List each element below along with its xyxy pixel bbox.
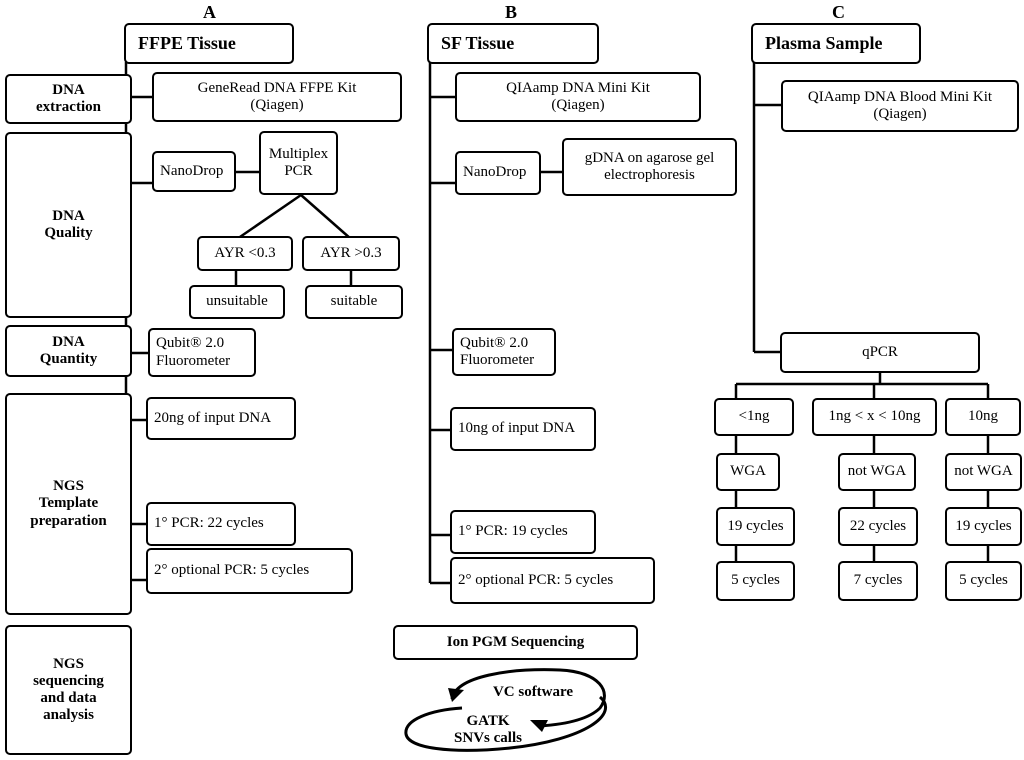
title-ffpe-tissue: FFPE Tissue <box>124 23 294 64</box>
title-sf-tissue: SF Tissue <box>427 23 599 64</box>
branch-3-wga: not WGA <box>945 453 1022 491</box>
title-plasma-sample: Plasma Sample <box>751 23 921 64</box>
branch-1-wga: WGA <box>716 453 780 491</box>
column-letter-b: B <box>505 2 518 22</box>
sf-pcr2: 2° optional PCR: 5 cycles <box>450 557 655 604</box>
ayr-high: AYR >0.3 <box>302 236 400 271</box>
branch-1-cycles-1: 19 cycles <box>716 507 795 546</box>
branch-3-cycles-2: 5 cycles <box>945 561 1022 601</box>
ffpe-pcr1: 1° PCR: 22 cycles <box>146 502 296 546</box>
column-letter-c: C <box>832 2 845 22</box>
stage-ngs-template-preparation: NGS Template preparation <box>5 393 132 615</box>
branch-2-cycles-1: 22 cycles <box>838 507 918 546</box>
ffpe-multiplex-pcr: Multiplex PCR <box>259 131 338 195</box>
result-suitable: suitable <box>305 285 403 319</box>
ffpe-nanodrop: NanoDrop <box>152 151 236 192</box>
sf-qubit: Qubit® 2.0 Fluorometer <box>452 328 556 376</box>
branch-2-wga: not WGA <box>838 453 916 491</box>
branch-2-condition: 1ng < x < 10ng <box>812 398 937 436</box>
stage-dna-extraction: DNA extraction <box>5 74 132 124</box>
ayr-low: AYR <0.3 <box>197 236 293 271</box>
vc-software-label: VC software <box>492 684 574 700</box>
column-letter-a: A <box>203 2 216 22</box>
ion-pgm-sequencing: Ion PGM Sequencing <box>393 625 638 660</box>
branch-2-cycles-2: 7 cycles <box>838 561 918 601</box>
stage-dna-quality: DNA Quality <box>5 132 132 318</box>
analysis-loop-arrows <box>404 668 607 752</box>
result-unsuitable: unsuitable <box>189 285 285 319</box>
stage-dna-quantity: DNA Quantity <box>5 325 132 377</box>
sf-nanodrop: NanoDrop <box>455 151 541 195</box>
branch-3-condition: 10ng <box>945 398 1021 436</box>
ffpe-pcr2: 2° optional PCR: 5 cycles <box>146 548 353 594</box>
sf-pcr1: 1° PCR: 19 cycles <box>450 510 596 554</box>
plasma-qpcr: qPCR <box>780 332 980 373</box>
branch-1-condition: <1ng <box>714 398 794 436</box>
ffpe-input-dna: 20ng of input DNA <box>146 397 296 440</box>
plasma-extraction-kit: QIAamp DNA Blood Mini Kit (Qiagen) <box>781 80 1019 132</box>
branch-1-cycles-2: 5 cycles <box>716 561 795 601</box>
sf-extraction-kit: QIAamp DNA Mini Kit (Qiagen) <box>455 72 701 122</box>
ffpe-qubit: Qubit® 2.0 Fluorometer <box>148 328 256 377</box>
branch-3-cycles-1: 19 cycles <box>945 507 1022 546</box>
gatk-snvs-label: GATK SNVs calls <box>454 713 522 746</box>
stage-ngs-sequencing-analysis: NGS sequencing and data analysis <box>5 625 132 755</box>
sf-input-dna: 10ng of input DNA <box>450 407 596 451</box>
sf-agarose-gel: gDNA on agarose gel electrophoresis <box>562 138 737 196</box>
ffpe-extraction-kit: GeneRead DNA FFPE Kit (Qiagen) <box>152 72 402 122</box>
